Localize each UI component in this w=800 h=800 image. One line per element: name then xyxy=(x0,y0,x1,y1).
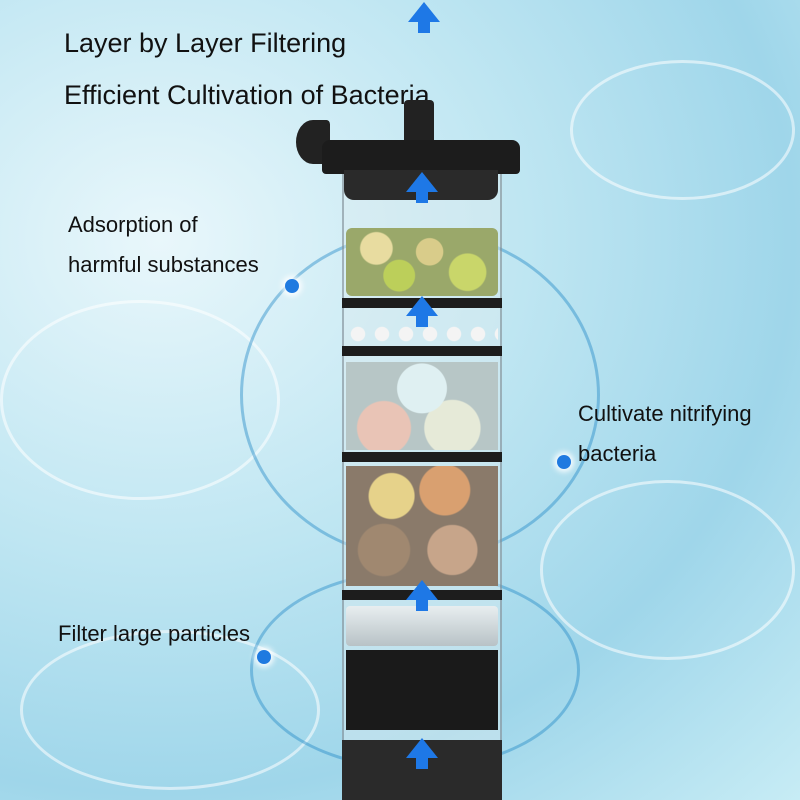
callout-marker xyxy=(257,650,271,664)
carbon-sponge-layer xyxy=(346,650,498,730)
callout-nitrifying-line-1: Cultivate nitrifying xyxy=(578,401,752,426)
callout-particles-line-1: Filter large particles xyxy=(58,621,250,646)
layer-shelf xyxy=(342,452,502,462)
water-ripple xyxy=(570,60,795,200)
bacteria-house-layer xyxy=(346,466,498,586)
filter-cotton-layer xyxy=(346,606,498,646)
callout-adsorption: Adsorption of harmful substances xyxy=(68,205,259,285)
flow-arrow-icon xyxy=(406,296,438,327)
bio-ball-layer xyxy=(346,362,498,450)
callout-adsorption-line-1: Adsorption of xyxy=(68,212,198,237)
flow-arrow-icon xyxy=(406,172,438,203)
flow-arrow-icon xyxy=(408,2,440,33)
callout-marker xyxy=(557,455,571,469)
filter-cap xyxy=(322,140,520,174)
callout-adsorption-line-2: harmful substances xyxy=(68,252,259,277)
layer-shelf xyxy=(342,346,502,356)
flow-arrow-icon xyxy=(406,738,438,769)
headline-line-1: Layer by Layer Filtering xyxy=(64,28,347,58)
ceramic-rings-layer xyxy=(346,228,498,296)
flow-arrow-icon xyxy=(406,580,438,611)
headline-line-2: Efficient Cultivation of Bacteria xyxy=(64,80,430,110)
callout-particles: Filter large particles xyxy=(58,614,250,654)
callout-marker xyxy=(285,279,299,293)
water-ripple xyxy=(540,480,795,660)
water-ripple xyxy=(0,300,280,500)
callout-nitrifying-line-2: bacteria xyxy=(578,441,657,466)
callout-nitrifying: Cultivate nitrifying bacteria xyxy=(578,394,752,474)
outlet-pipe xyxy=(404,100,434,144)
